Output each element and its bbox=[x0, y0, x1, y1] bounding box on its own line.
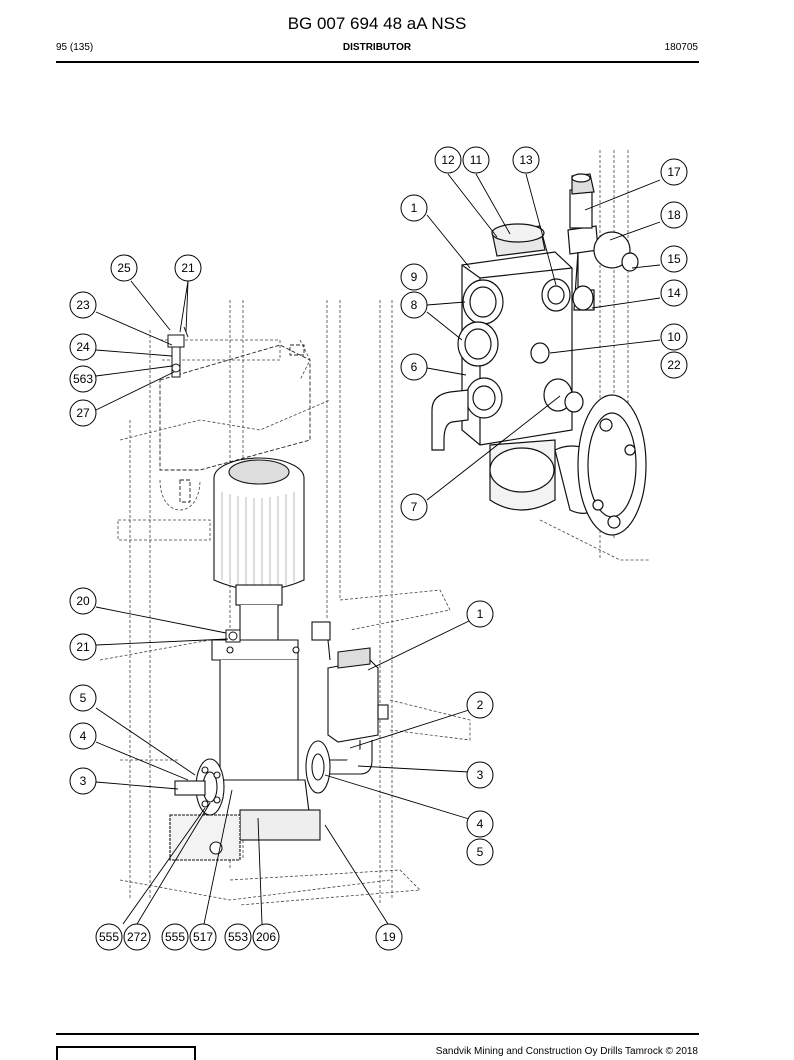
svg-text:18: 18 bbox=[667, 208, 681, 222]
callout-563: 563 bbox=[69, 365, 97, 393]
callout-2: 2 bbox=[466, 691, 494, 719]
callout-13: 13 bbox=[512, 146, 540, 174]
callout-555-a: 555 bbox=[95, 923, 123, 951]
page-number: 95 (135) bbox=[56, 42, 94, 53]
svg-text:272: 272 bbox=[127, 930, 147, 944]
svg-text:8: 8 bbox=[411, 298, 418, 312]
company-logo bbox=[56, 1046, 196, 1060]
callout-18: 18 bbox=[660, 201, 688, 229]
svg-text:20: 20 bbox=[76, 594, 90, 608]
callout-11: 11 bbox=[462, 146, 490, 174]
svg-text:25: 25 bbox=[117, 261, 131, 275]
callout-21-lower: 21 bbox=[69, 633, 97, 661]
svg-text:19: 19 bbox=[382, 930, 396, 944]
left-flange bbox=[174, 758, 225, 816]
leader-lines bbox=[95, 173, 661, 925]
callout-9: 9 bbox=[400, 263, 428, 291]
svg-text:517: 517 bbox=[193, 930, 213, 944]
right-flange bbox=[305, 740, 373, 794]
svg-text:3: 3 bbox=[477, 768, 484, 782]
callout-23: 23 bbox=[69, 291, 97, 319]
svg-text:12: 12 bbox=[441, 153, 455, 167]
callout-553: 553 bbox=[224, 923, 252, 951]
callout-1-lower: 1 bbox=[466, 600, 494, 628]
callout-272: 272 bbox=[123, 923, 151, 951]
svg-text:1: 1 bbox=[477, 607, 484, 621]
svg-text:27: 27 bbox=[76, 406, 90, 420]
svg-text:21: 21 bbox=[76, 640, 90, 654]
callout-19: 19 bbox=[375, 923, 403, 951]
svg-text:206: 206 bbox=[256, 930, 276, 944]
callout-6: 6 bbox=[400, 353, 428, 381]
document-title: BG 007 694 48 aA NSS bbox=[287, 14, 467, 33]
svg-text:10: 10 bbox=[667, 330, 681, 344]
callout-27: 27 bbox=[69, 399, 97, 427]
footer-copyright: Sandvik Mining and Construction Oy Drill… bbox=[435, 1046, 698, 1057]
callout-5-right: 5 bbox=[466, 838, 494, 866]
callout-14: 14 bbox=[660, 279, 688, 307]
callout-3-right: 3 bbox=[466, 761, 494, 789]
svg-text:9: 9 bbox=[411, 270, 418, 284]
svg-text:7: 7 bbox=[411, 500, 418, 514]
svg-text:2: 2 bbox=[477, 698, 484, 712]
pump-motor bbox=[213, 457, 305, 641]
callout-3-left: 3 bbox=[69, 767, 97, 795]
svg-text:5: 5 bbox=[80, 691, 87, 705]
pump-body bbox=[169, 639, 321, 861]
callouts: 12 11 13 17 18 15 14 10 22 1 9 8 6 7 25 … bbox=[69, 146, 688, 951]
svg-text:23: 23 bbox=[76, 298, 90, 312]
svg-text:17: 17 bbox=[667, 165, 681, 179]
callout-206: 206 bbox=[252, 923, 280, 951]
callout-20: 20 bbox=[69, 587, 97, 615]
revision-date: 180705 bbox=[664, 42, 698, 53]
svg-text:13: 13 bbox=[519, 153, 533, 167]
callout-21-upper: 21 bbox=[174, 254, 202, 282]
svg-text:5: 5 bbox=[477, 845, 484, 859]
callout-7: 7 bbox=[400, 493, 428, 521]
svg-text:1: 1 bbox=[411, 201, 418, 215]
sensor-fitting bbox=[225, 629, 241, 643]
bracket-plate bbox=[159, 344, 311, 503]
svg-text:6: 6 bbox=[411, 360, 418, 374]
callout-4-left: 4 bbox=[69, 722, 97, 750]
callout-22: 22 bbox=[660, 351, 688, 379]
callout-5-left: 5 bbox=[69, 684, 97, 712]
svg-text:553: 553 bbox=[228, 930, 248, 944]
distributor-block bbox=[431, 173, 647, 536]
small-distributor bbox=[311, 621, 389, 743]
svg-text:4: 4 bbox=[80, 729, 87, 743]
svg-text:11: 11 bbox=[470, 153, 483, 167]
section-title: DISTRIBUTOR bbox=[342, 42, 412, 53]
svg-text:15: 15 bbox=[667, 252, 681, 266]
svg-text:21: 21 bbox=[181, 261, 195, 275]
svg-text:3: 3 bbox=[80, 774, 87, 788]
callout-4-right: 4 bbox=[466, 810, 494, 838]
svg-text:555: 555 bbox=[165, 930, 185, 944]
callout-17: 17 bbox=[660, 158, 688, 186]
svg-text:14: 14 bbox=[667, 286, 681, 300]
callout-10: 10 bbox=[660, 323, 688, 351]
callout-555-b: 555 bbox=[161, 923, 189, 951]
callout-24: 24 bbox=[69, 333, 97, 361]
header-rule bbox=[56, 61, 699, 63]
callout-12: 12 bbox=[434, 146, 462, 174]
svg-text:22: 22 bbox=[667, 358, 681, 372]
svg-text:4: 4 bbox=[477, 817, 484, 831]
callout-1-upper: 1 bbox=[400, 194, 428, 222]
svg-text:555: 555 bbox=[99, 930, 119, 944]
callout-8: 8 bbox=[400, 291, 428, 319]
callout-517: 517 bbox=[189, 923, 217, 951]
svg-text:24: 24 bbox=[76, 340, 90, 354]
svg-text:563: 563 bbox=[73, 372, 93, 386]
top-valve bbox=[167, 326, 189, 378]
callout-25: 25 bbox=[110, 254, 138, 282]
footer-rule bbox=[56, 1033, 699, 1035]
callout-15: 15 bbox=[660, 245, 688, 273]
